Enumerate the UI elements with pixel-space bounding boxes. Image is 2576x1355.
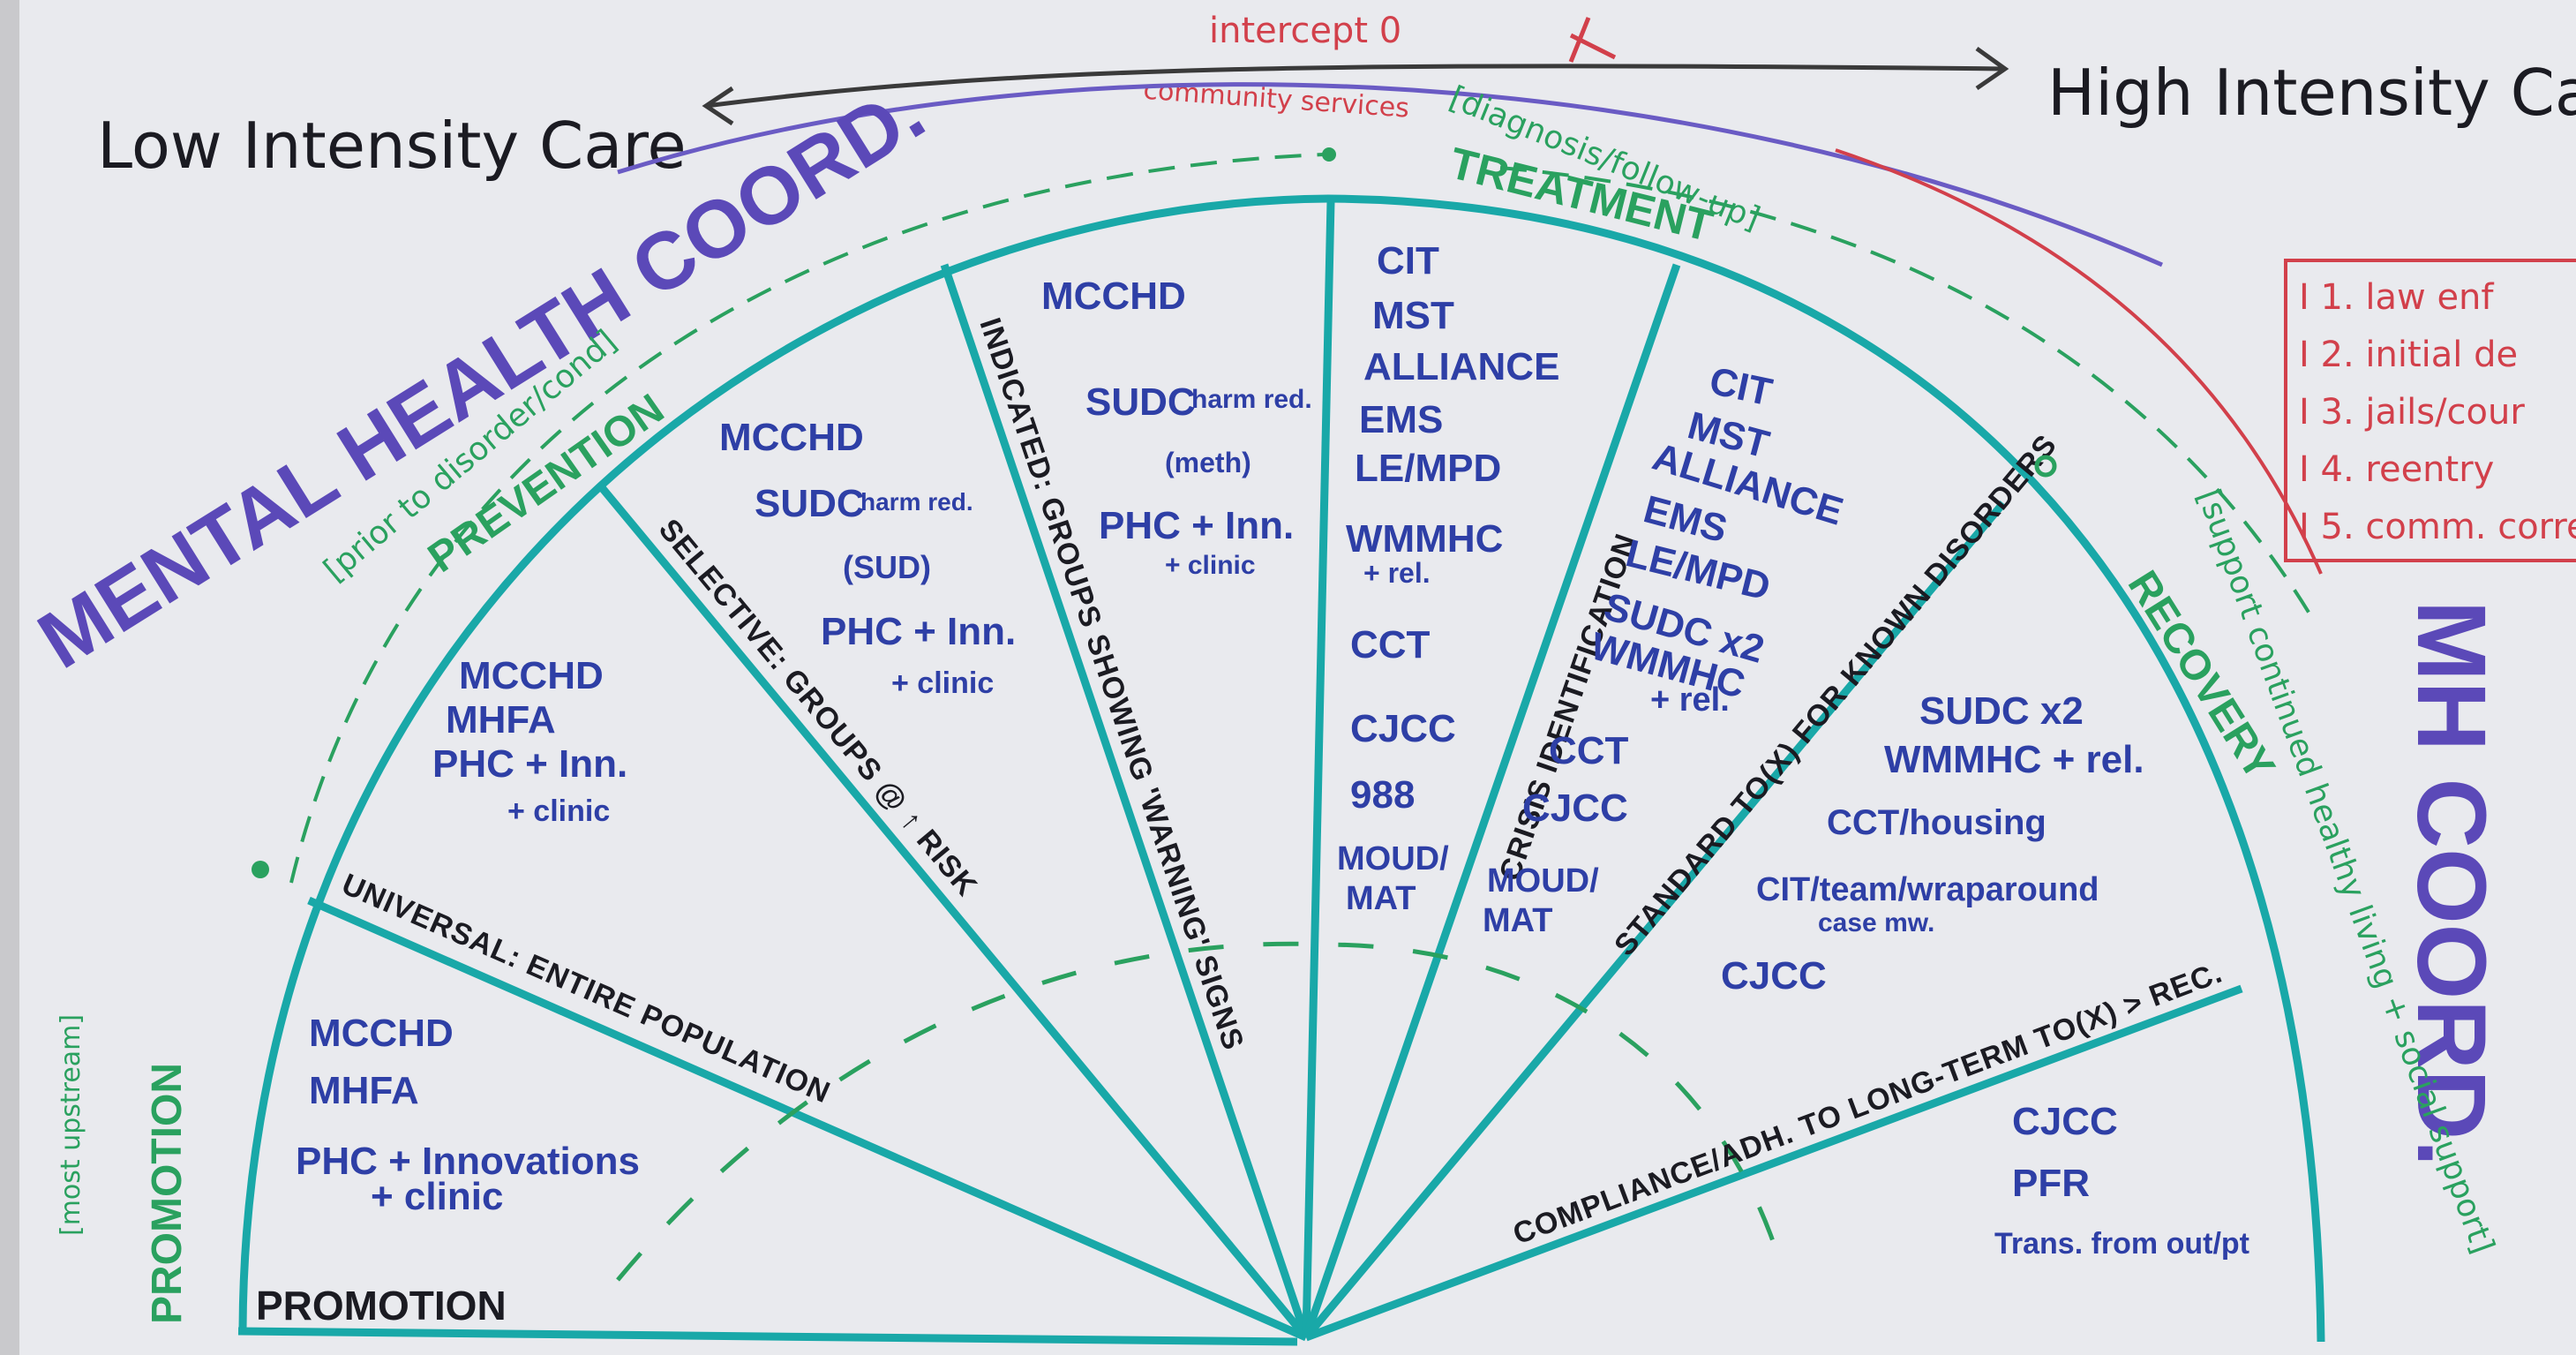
- green-arc-left: [289, 153, 1325, 884]
- high-intensity-label: High Intensity Care: [2047, 56, 2576, 130]
- segment-item: CCT/housing: [1827, 803, 2047, 842]
- segment-item: PHC + Inn.: [821, 610, 1016, 653]
- base-line: [237, 1327, 1298, 1346]
- promotion-base-label: PROMOTION: [256, 1283, 507, 1329]
- intercept-item: I 1. law enf: [2299, 277, 2494, 318]
- segment-item: CJCC: [1522, 787, 1628, 830]
- segment-item: + rel.: [1650, 681, 1730, 719]
- segment-item: CIT/team/wraparound: [1756, 871, 2099, 908]
- segment-standard: SUDC x2 WMMHC + rel. CCT/housing CIT/tea…: [1721, 689, 2144, 997]
- segment-item: + clinic: [1165, 551, 1256, 580]
- segment-item: MHFA: [309, 1069, 419, 1112]
- segment-item: CJCC: [1350, 707, 1456, 750]
- segment-item: SUDC: [755, 482, 865, 525]
- intercepts-border: [2284, 259, 2576, 562]
- spoke-selective: [597, 483, 1310, 1340]
- segment-promotion: MCCHD MHFA PHC + Innovations + clinic: [296, 1012, 640, 1218]
- segment-item: PHC + Inn.: [1099, 504, 1294, 547]
- low-intensity-label: Low Intensity Care: [97, 109, 687, 183]
- segment-item: PFR: [2012, 1162, 2090, 1205]
- intensity-scale: Low Intensity Care High Intensity Care i…: [97, 11, 2576, 183]
- segment-item: MHFA: [446, 698, 556, 741]
- segment-item: MST: [1372, 294, 1454, 337]
- segment-item: (meth): [1165, 447, 1251, 478]
- fan-diagram: [237, 194, 2325, 1346]
- spoke-treatment: [1302, 200, 1335, 1338]
- marker-dot: [2034, 455, 2057, 478]
- segment-indicated: MCCHD SUDC harm red. (meth) PHC + Inn. +…: [1041, 275, 1312, 580]
- segment-item: MCCHD: [309, 1012, 454, 1055]
- segment-item: EMS: [1359, 398, 1443, 441]
- promotion-side-label: PROMOTION: [144, 1063, 191, 1324]
- segment-item: + clinic: [371, 1175, 503, 1218]
- segment-item: LE/MPD: [1355, 447, 1501, 490]
- intercept-item: I 3. jails/cour: [2299, 392, 2525, 433]
- segment-item: CCT: [1350, 623, 1431, 666]
- purple-arc: [617, 82, 2163, 267]
- segment-item: MOUD/: [1487, 862, 1599, 900]
- segment-selective: MCCHD SUDC harm red. (SUD) PHC + Inn. + …: [719, 416, 1016, 700]
- segment-item: WMMHC + rel.: [1884, 738, 2144, 781]
- intercept-item: I 4. reentry: [2299, 449, 2494, 490]
- segment-item: Trans. from out/pt: [1994, 1227, 2249, 1261]
- intercept-label: intercept 0: [1209, 11, 1401, 51]
- marker-dot: [252, 861, 269, 878]
- segment-universal: MCCHD MHFA PHC + Inn. + clinic: [432, 654, 627, 828]
- segment-item: MOUD/: [1337, 840, 1449, 877]
- intercept-item: I 2. initial de: [2299, 335, 2518, 375]
- segment-item: CJCC: [1721, 954, 1827, 997]
- segment-item: + clinic: [507, 794, 610, 828]
- green-arc-right: [1499, 166, 2314, 620]
- spoke-compliance: [1304, 984, 2243, 1342]
- segment-item: CIT: [1377, 239, 1439, 282]
- intensity-arrow-line: [705, 64, 2004, 109]
- segment-item: PHC + Inn.: [432, 742, 627, 786]
- segment-item: case mw.: [1818, 908, 1934, 937]
- segment-item: MCCHD: [459, 654, 604, 697]
- arrow-right-icon: [1975, 46, 2009, 91]
- segment-item: SUDC: [1085, 380, 1196, 424]
- spoke-universal: [307, 896, 1308, 1342]
- segment-item: MAT: [1483, 902, 1553, 939]
- segment-item: MCCHD: [1041, 275, 1186, 318]
- arrow-left-icon: [702, 86, 734, 126]
- segment-item: CJCC: [2012, 1100, 2118, 1143]
- spoke-crisis: [1302, 263, 1681, 1339]
- intercept-item: I 5. comm. corre: [2299, 507, 2576, 547]
- segment-item: (SUD): [843, 549, 931, 585]
- segment-item: + clinic: [891, 666, 994, 700]
- segment-item: SUDC x2: [1919, 689, 2084, 733]
- outer-arc: [238, 194, 2325, 1343]
- segment-item: harm red.: [860, 488, 973, 516]
- segment-item: PHC + Innovations: [296, 1140, 640, 1183]
- segment-treatment-center: CIT MST ALLIANCE EMS LE/MPD WMMHC + rel.…: [1337, 239, 1559, 917]
- segment-item: CCT: [1549, 729, 1629, 772]
- board-left-edge: [0, 0, 19, 1355]
- segment-compliance: CJCC PFR Trans. from out/pt: [1994, 1100, 2249, 1261]
- center-dot: [1322, 147, 1336, 162]
- spoke-standard: [1303, 501, 2007, 1340]
- promotion-note: [most upstream]: [56, 1014, 86, 1236]
- segment-item: ALLIANCE: [1363, 345, 1559, 388]
- segment-item: harm red.: [1191, 385, 1312, 414]
- intercepts-box: I 1. law enf I 2. initial de I 3. jails/…: [2284, 259, 2576, 562]
- intercept-pointer-icon: [1568, 17, 1617, 63]
- segment-item: MAT: [1346, 880, 1416, 917]
- segment-item: MCCHD: [719, 416, 864, 459]
- mh-coord-side-title: MH COORD.: [2397, 600, 2505, 1167]
- segment-item: 988: [1350, 773, 1415, 817]
- red-arc: [1835, 148, 2323, 575]
- inner-dashed-ring: [616, 941, 1785, 1282]
- segment-item: + rel.: [1363, 557, 1431, 589]
- segment-item: WMMHC: [1346, 517, 1503, 561]
- spoke-indicated: [940, 263, 1311, 1339]
